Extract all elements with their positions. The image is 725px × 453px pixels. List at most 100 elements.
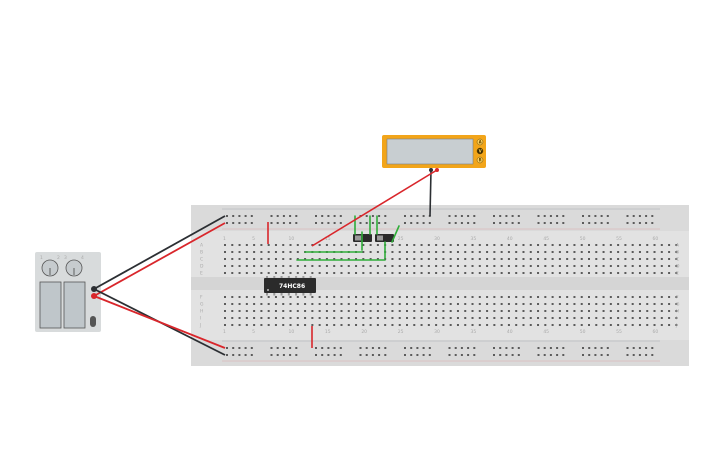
breadboard-hole[interactable] bbox=[384, 317, 387, 319]
output-toggle[interactable] bbox=[90, 316, 96, 327]
breadboard-hole[interactable] bbox=[333, 265, 336, 267]
breadboard-hole[interactable] bbox=[549, 347, 552, 349]
breadboard-hole[interactable] bbox=[282, 272, 285, 274]
breadboard-hole[interactable] bbox=[398, 310, 401, 312]
breadboard-hole[interactable] bbox=[318, 265, 321, 267]
breadboard-hole[interactable] bbox=[454, 354, 457, 356]
breadboard-hole[interactable] bbox=[282, 317, 285, 319]
breadboard-hole[interactable] bbox=[267, 272, 270, 274]
breadboard-hole[interactable] bbox=[602, 251, 605, 253]
breadboard-hole[interactable] bbox=[464, 296, 467, 298]
breadboard-hole[interactable] bbox=[511, 354, 514, 356]
breadboard-hole[interactable] bbox=[464, 272, 467, 274]
breadboard-hole[interactable] bbox=[355, 265, 358, 267]
breadboard-hole[interactable] bbox=[493, 251, 496, 253]
breadboard-hole[interactable] bbox=[456, 310, 459, 312]
breadboard-hole[interactable] bbox=[631, 244, 634, 246]
breadboard-hole[interactable] bbox=[638, 251, 641, 253]
breadboard-hole[interactable] bbox=[398, 303, 401, 305]
breadboard-hole[interactable] bbox=[232, 354, 235, 356]
breadboard-hole[interactable] bbox=[646, 251, 649, 253]
breadboard-hole[interactable] bbox=[558, 251, 561, 253]
breadboard-hole[interactable] bbox=[580, 272, 583, 274]
breadboard-hole[interactable] bbox=[522, 251, 525, 253]
breadboard-hole[interactable] bbox=[238, 244, 241, 246]
chip-body[interactable] bbox=[264, 278, 316, 293]
breadboard-hole[interactable] bbox=[529, 258, 532, 260]
breadboard-hole[interactable] bbox=[347, 317, 350, 319]
breadboard-hole[interactable] bbox=[580, 317, 583, 319]
multimeter[interactable]: A V R bbox=[382, 135, 486, 172]
breadboard-hole[interactable] bbox=[566, 317, 569, 319]
breadboard-hole[interactable] bbox=[238, 324, 241, 326]
breadboard-hole[interactable] bbox=[617, 251, 620, 253]
breadboard-hole[interactable] bbox=[253, 296, 256, 298]
breadboard-hole[interactable] bbox=[410, 354, 413, 356]
breadboard-hole[interactable] bbox=[413, 317, 416, 319]
breadboard-hole[interactable] bbox=[333, 303, 336, 305]
breadboard-hole[interactable] bbox=[253, 251, 256, 253]
breadboard-hole[interactable] bbox=[245, 272, 248, 274]
breadboard-hole[interactable] bbox=[339, 354, 342, 356]
breadboard-hole[interactable] bbox=[224, 324, 226, 326]
breadboard-hole[interactable] bbox=[505, 215, 508, 217]
breadboard-hole[interactable] bbox=[384, 347, 387, 349]
breadboard-hole[interactable] bbox=[267, 265, 270, 267]
breadboard-hole[interactable] bbox=[333, 354, 336, 356]
breadboard-hole[interactable] bbox=[427, 258, 430, 260]
mode-r-button[interactable] bbox=[476, 156, 484, 164]
breadboard-hole[interactable] bbox=[289, 265, 292, 267]
breadboard-hole[interactable] bbox=[471, 310, 474, 312]
breadboard-hole[interactable] bbox=[522, 296, 525, 298]
breadboard-hole[interactable] bbox=[410, 215, 413, 217]
breadboard-hole[interactable] bbox=[617, 296, 620, 298]
breadboard-hole[interactable] bbox=[231, 265, 234, 267]
breadboard-hole[interactable] bbox=[660, 272, 663, 274]
breadboard-hole[interactable] bbox=[442, 303, 445, 305]
breadboard-hole[interactable] bbox=[391, 324, 394, 326]
breadboard-hole[interactable] bbox=[600, 215, 603, 217]
breadboard-hole[interactable] bbox=[427, 324, 430, 326]
breadboard-hole[interactable] bbox=[250, 347, 253, 349]
breadboard-hole[interactable] bbox=[594, 215, 597, 217]
breadboard-hole[interactable] bbox=[471, 251, 474, 253]
breadboard-hole[interactable] bbox=[638, 215, 641, 217]
breadboard-hole[interactable] bbox=[595, 258, 598, 260]
breadboard-hole[interactable] bbox=[537, 215, 540, 217]
breadboard-hole[interactable] bbox=[602, 310, 605, 312]
breadboard-hole[interactable] bbox=[515, 296, 518, 298]
breadboard-hole[interactable] bbox=[464, 265, 467, 267]
breadboard-hole[interactable] bbox=[347, 244, 350, 246]
breadboard-hole[interactable] bbox=[617, 324, 620, 326]
breadboard-hole[interactable] bbox=[270, 215, 273, 217]
breadboard-hole[interactable] bbox=[315, 215, 317, 217]
breadboard-hole[interactable] bbox=[500, 244, 503, 246]
breadboard-hole[interactable] bbox=[449, 251, 452, 253]
breadboard-hole[interactable] bbox=[471, 244, 474, 246]
breadboard-hole[interactable] bbox=[668, 265, 671, 267]
breadboard-hole[interactable] bbox=[573, 310, 576, 312]
breadboard-hole[interactable] bbox=[274, 303, 277, 305]
breadboard-hole[interactable] bbox=[562, 347, 565, 349]
breadboard-hole[interactable] bbox=[651, 354, 654, 356]
breadboard-hole[interactable] bbox=[675, 244, 678, 246]
breadboard-hole[interactable] bbox=[638, 265, 641, 267]
breadboard-hole[interactable] bbox=[413, 272, 416, 274]
breadboard-hole[interactable] bbox=[580, 310, 583, 312]
breadboard-hole[interactable] bbox=[631, 317, 634, 319]
breadboard-hole[interactable] bbox=[420, 324, 423, 326]
breadboard-hole[interactable] bbox=[456, 258, 459, 260]
breadboard-hole[interactable] bbox=[646, 244, 649, 246]
breadboard-hole[interactable] bbox=[517, 354, 520, 356]
breadboard-hole[interactable] bbox=[359, 347, 362, 349]
breadboard-hole[interactable] bbox=[653, 324, 656, 326]
breadboard-hole[interactable] bbox=[456, 296, 459, 298]
breadboard-hole[interactable] bbox=[238, 303, 241, 305]
breadboard-hole[interactable] bbox=[406, 317, 408, 319]
breadboard-hole[interactable] bbox=[365, 347, 368, 349]
breadboard-hole[interactable] bbox=[493, 265, 496, 267]
breadboard-hole[interactable] bbox=[653, 317, 656, 319]
breadboard-hole[interactable] bbox=[556, 347, 559, 349]
breadboard-hole[interactable] bbox=[371, 215, 374, 217]
breadboard-hole[interactable] bbox=[282, 251, 285, 253]
